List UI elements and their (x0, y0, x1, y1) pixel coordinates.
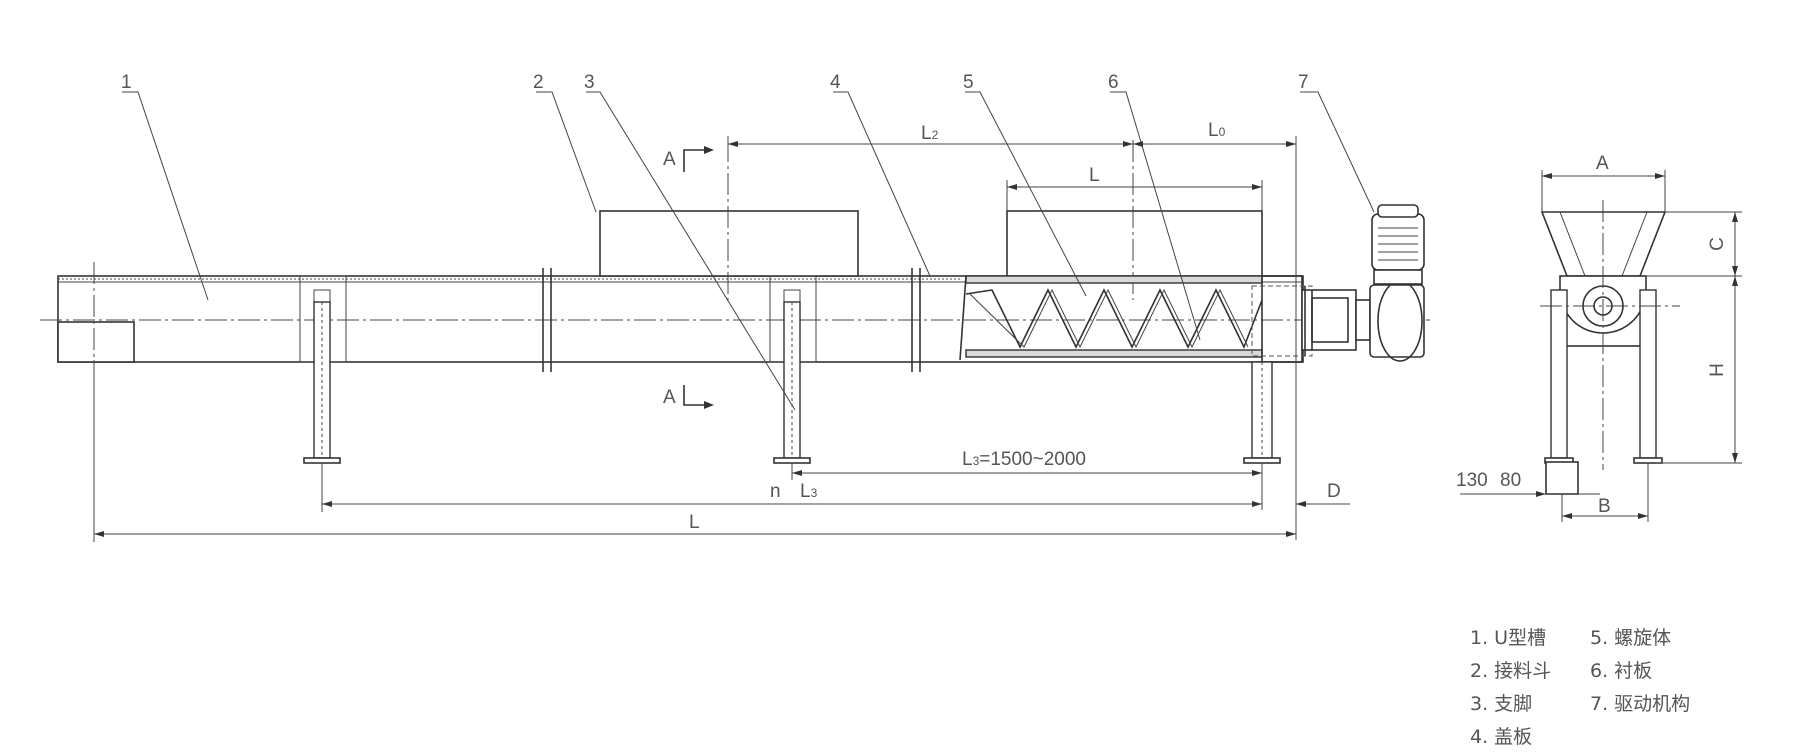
legend-item-3: 3. 支脚 (1470, 693, 1532, 715)
receiving-hopper (599, 210, 859, 277)
legend-item-1: 1. U型槽 (1470, 627, 1546, 649)
dimension-lines (93, 136, 1350, 542)
dim-l3: L3 (800, 481, 818, 502)
leader-lines (122, 91, 1375, 411)
part-number-2: 2 (533, 72, 544, 93)
dim-l-total: L (689, 512, 700, 533)
section-dim-h: H (1707, 363, 1728, 377)
dim-d: D (1327, 481, 1341, 502)
legend-item-4: 4. 盖板 (1470, 726, 1532, 748)
section-dim-c: C (1707, 237, 1728, 251)
section-dim-130: 130 (1456, 470, 1488, 491)
dim-n: n (770, 481, 781, 502)
trough-flanges (542, 268, 921, 372)
section-view: A C H 130 80 B (1456, 153, 1742, 522)
parts-legend: 1. U型槽 2. 接料斗 3. 支脚 4. 盖板 5. 螺旋体 6. 衬板 7… (1470, 627, 1690, 748)
part-number-7: 7 (1298, 72, 1309, 93)
part-number-6: 6 (1108, 72, 1119, 93)
section-a-bottom-label: A (663, 387, 676, 408)
support-legs (299, 275, 1281, 464)
part-number-5: 5 (963, 72, 974, 93)
section-a-markers: A A (663, 146, 714, 409)
dim-l-hopper: L (1089, 165, 1100, 186)
u-trough (57, 275, 1304, 363)
part-number-4: 4 (830, 72, 841, 93)
dim-l2: L2 (921, 123, 939, 144)
section-dim-a: A (1596, 153, 1609, 174)
dim-l3-range: L3=1500~2000 (962, 449, 1086, 470)
section-dim-b: B (1598, 496, 1611, 517)
discharge-hopper (1006, 210, 1263, 277)
section-a-top-label: A (663, 149, 676, 170)
legend-item-5: 5. 螺旋体 (1590, 627, 1671, 649)
section-dim-80: 80 (1500, 470, 1521, 491)
drive-end (1251, 275, 1371, 363)
side-view: A A 1 2 3 4 5 6 7 (40, 72, 1430, 542)
drive-mechanism (1369, 204, 1425, 362)
part-number-labels: 1 2 3 4 5 6 7 (121, 72, 1309, 93)
legend-item-2: 2. 接料斗 (1470, 660, 1551, 682)
legend-item-6: 6. 衬板 (1590, 660, 1652, 682)
part-number-1: 1 (121, 72, 132, 93)
inlet-end-block (57, 321, 135, 363)
legend-item-7: 7. 驱动机构 (1590, 693, 1690, 715)
part-number-3: 3 (584, 72, 595, 93)
screw-flight (965, 288, 1263, 349)
cutaway-section (959, 275, 1263, 361)
dimension-labels: L2 L0 L L3=1500~2000 n L3 D L (689, 120, 1341, 533)
dim-l0: L0 (1208, 120, 1226, 141)
